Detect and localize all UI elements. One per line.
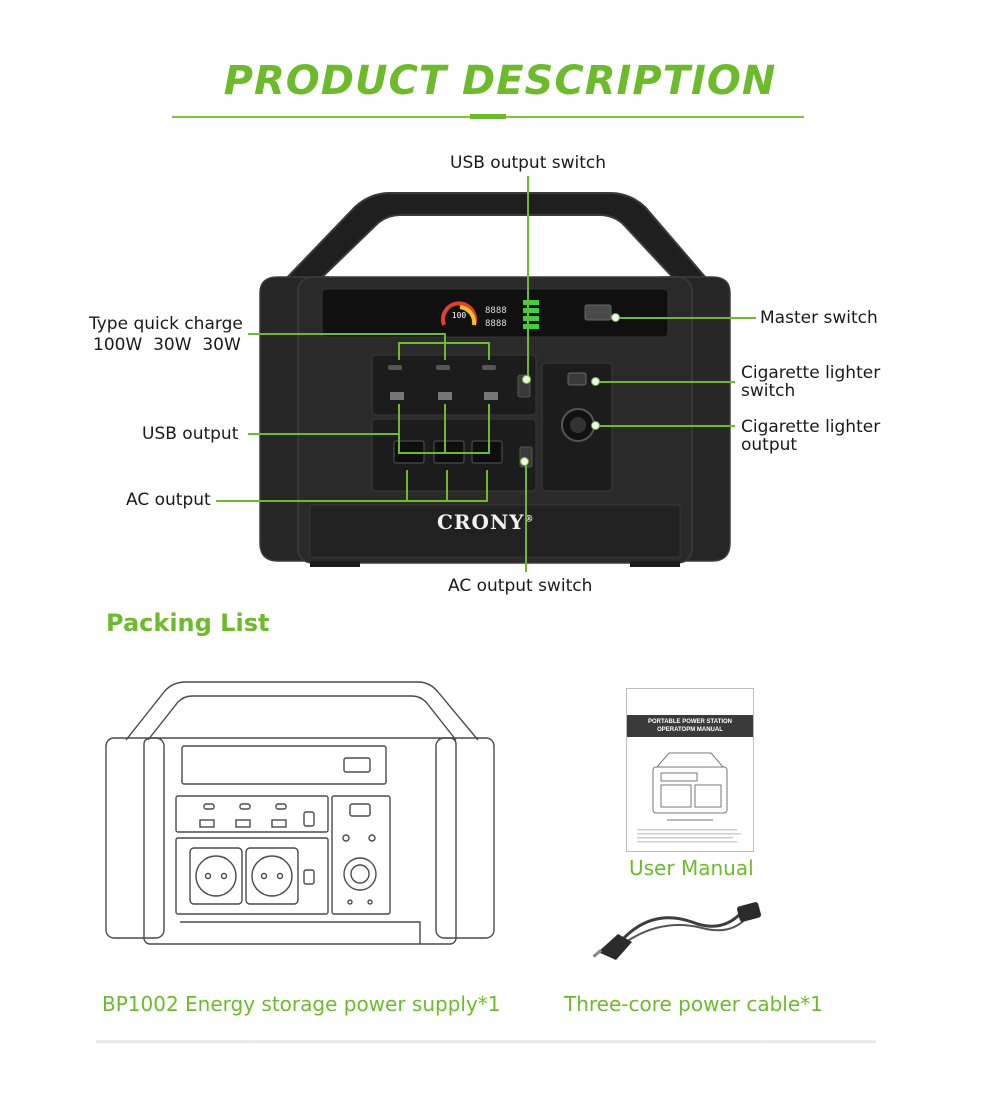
- type-quick-charge-label: Type quick charge: [89, 314, 243, 334]
- power-cable-image: [592, 902, 762, 960]
- ac-switch-leader: [525, 462, 527, 572]
- manual-cover-illustration: [637, 752, 741, 843]
- master-switch-label: Master switch: [760, 308, 878, 328]
- usb-output-leader: [248, 433, 398, 435]
- ac-output-leader-right: [486, 470, 488, 502]
- display-digits-1: 8888: [485, 306, 507, 316]
- bottom-divider: [96, 1040, 876, 1043]
- device-line-drawing: [105, 681, 495, 945]
- type-c-leader-right: [488, 342, 490, 360]
- cig-output-leader: [595, 425, 735, 427]
- ac-switch-leader-dot: [520, 457, 529, 466]
- brand-registered-mark: ®: [524, 514, 535, 525]
- user-manual-image: PORTABLE POWER STATION OPERATOPM MANUAL: [626, 688, 754, 852]
- type-quick-charge-watts: 100W 30W 30W: [93, 335, 241, 355]
- usb-output-leader-vert: [398, 404, 400, 454]
- type-c-leader-mid: [444, 333, 446, 360]
- master-switch-leader: [616, 317, 756, 319]
- brand-logo: CRONY®: [437, 510, 535, 534]
- usb-output-leader-mid: [444, 404, 446, 454]
- device-label: BP1002 Energy storage power supply*1: [102, 992, 501, 1016]
- brand-name: CRONY: [437, 510, 525, 534]
- cig-switch-leader: [595, 381, 735, 383]
- display-percent: 100: [452, 311, 467, 320]
- page-title: PRODUCT DESCRIPTION: [223, 58, 777, 104]
- usb-output-label: USB output: [142, 424, 239, 444]
- cigarette-lighter-switch-label-2: switch: [741, 381, 796, 401]
- manual-cover-title-1: PORTABLE POWER STATION: [648, 719, 732, 725]
- usb-switch-leader-dot: [522, 375, 531, 384]
- ac-output-label: AC output: [126, 490, 211, 510]
- display-digits-2: 8888: [485, 319, 507, 329]
- cig-output-leader-dot: [591, 421, 600, 430]
- type-c-leader-top: [248, 333, 446, 335]
- cig-switch-leader-dot: [591, 377, 600, 386]
- ac-output-leader-left: [406, 470, 408, 502]
- cigarette-lighter-output-label-1: Cigarette lighter: [741, 417, 881, 437]
- type-c-leader-left: [398, 342, 400, 360]
- power-cable-label: Three-core power cable*1: [564, 992, 823, 1016]
- manual-cover-title-2: OPERATOPM MANUAL: [657, 727, 723, 733]
- ac-output-switch-label: AC output switch: [448, 576, 593, 596]
- power-station-illustration: 100 8888 8888: [259, 192, 731, 567]
- ac-output-leader: [216, 500, 488, 502]
- packing-list-heading: Packing List: [106, 609, 270, 637]
- cigarette-lighter-switch-label-1: Cigarette lighter: [741, 363, 881, 383]
- cigarette-lighter-output-label-2: output: [741, 435, 798, 455]
- usb-switch-leader: [527, 176, 529, 378]
- usb-output-leader-right: [488, 404, 490, 454]
- title-divider-accent: [470, 114, 506, 119]
- user-manual-label: User Manual: [629, 856, 754, 880]
- master-switch-leader-dot: [611, 313, 620, 322]
- ac-output-leader-mid: [446, 470, 448, 502]
- usb-output-switch-label: USB output switch: [450, 153, 607, 173]
